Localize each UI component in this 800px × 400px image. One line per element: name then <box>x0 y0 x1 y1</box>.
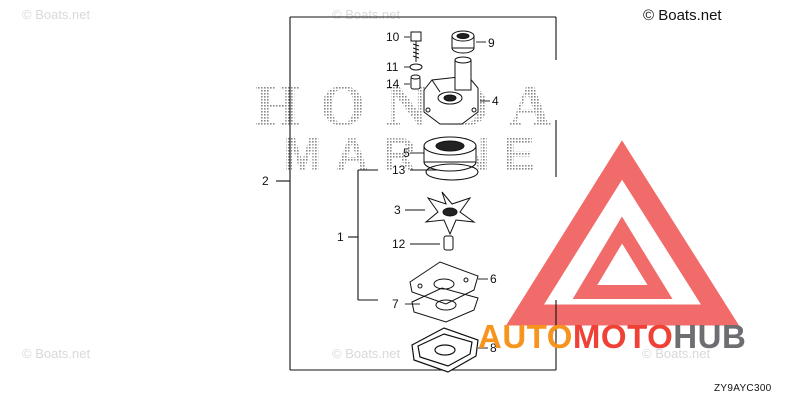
key-part-12 <box>443 235 454 251</box>
watermark-top-left: © Boats.net <box>22 7 91 22</box>
brand-bg-honda: HONDA <box>255 73 571 138</box>
automotohub-logo: AUTOMOTOHUB <box>478 318 746 356</box>
part-number-4: 4 <box>492 94 499 108</box>
gasket-part-7 <box>411 287 479 323</box>
watermark-bottom-left: © Boats.net <box>22 346 91 361</box>
logo-auto: AUTO <box>478 318 573 355</box>
grommet-part-9 <box>451 30 475 54</box>
watermark-bottom-right: © Boats.net <box>642 346 711 361</box>
bushing-part-14 <box>410 74 421 90</box>
assembly-bracket <box>348 169 378 301</box>
bolt-part-10 <box>410 31 422 62</box>
impeller-housing-part-5 <box>423 136 477 172</box>
part-number-8: 8 <box>490 341 497 355</box>
part-number-9: 9 <box>488 36 495 50</box>
gasket-part-8 <box>411 327 479 373</box>
logo-hub: HUB <box>673 318 747 355</box>
part-number-1: 1 <box>337 230 344 244</box>
part-number-12: 12 <box>392 237 406 251</box>
diagram-frame <box>276 16 557 371</box>
part-number-7: 7 <box>392 297 399 311</box>
logo-moto: MOTO <box>572 318 674 355</box>
diagram-code: ZY9AYC300 <box>714 383 772 394</box>
brand-bg-marine: MARINE <box>283 128 548 180</box>
part-number-11: 11 <box>386 60 399 74</box>
leader-lines <box>404 36 490 349</box>
washer-part-11 <box>409 63 423 71</box>
gasket-part-13 <box>425 163 479 181</box>
part-number-3: 3 <box>394 203 401 217</box>
part-number-10: 10 <box>386 30 400 44</box>
part-number-6: 6 <box>490 272 497 286</box>
copyright-label: © Boats.net <box>643 7 722 24</box>
part-number-5: 5 <box>403 146 410 160</box>
impeller-part-3 <box>424 191 476 236</box>
part-number-2: 2 <box>262 174 269 188</box>
watermark-top-center: © Boats.net <box>332 7 401 22</box>
part-number-13: 13 <box>392 163 406 177</box>
watermark-bottom-center: © Boats.net <box>332 346 401 361</box>
part-number-14: 14 <box>386 77 400 91</box>
pump-housing-part-4 <box>423 56 479 125</box>
automotohub-triangle-icon <box>506 140 740 326</box>
